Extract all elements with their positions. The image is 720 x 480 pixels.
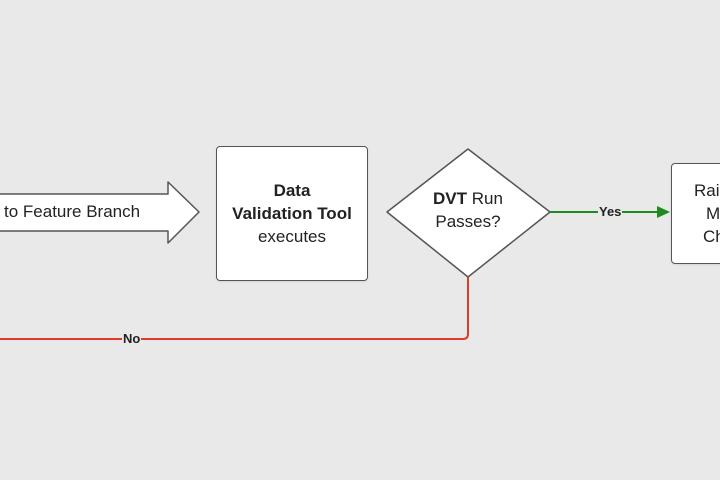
decision-line2: Passes? — [435, 212, 501, 231]
next-step-box — [671, 163, 720, 264]
dvt-box-line2: Validation Tool — [232, 204, 352, 223]
decision-label: DVT Run Passes? — [408, 187, 528, 233]
yes-arrowhead — [657, 206, 670, 218]
no-connector — [0, 277, 469, 340]
data-validation-tool-box — [216, 146, 368, 281]
dvt-box-line1: Data — [273, 181, 311, 200]
next-step-line2: M — [706, 204, 720, 223]
feature-branch-arrow-label: to Feature Branch — [4, 202, 141, 221]
next-step-line1: Rai — [694, 181, 720, 200]
data-validation-tool-label: Data Validation Tool executes — [216, 179, 368, 248]
no-label: No — [122, 331, 142, 346]
dvt-box-line3: executes — [257, 227, 327, 246]
feature-branch-arrow-shape — [0, 181, 200, 244]
decision-bold-text: DVT — [433, 189, 468, 208]
next-step-line3: Ch — [703, 227, 720, 246]
yes-label: Yes — [598, 204, 623, 219]
next-step-label: Rai M Ch — [686, 179, 720, 248]
decision-line1: DVT Run — [408, 187, 528, 210]
decision-rest-text: Run — [467, 189, 503, 208]
